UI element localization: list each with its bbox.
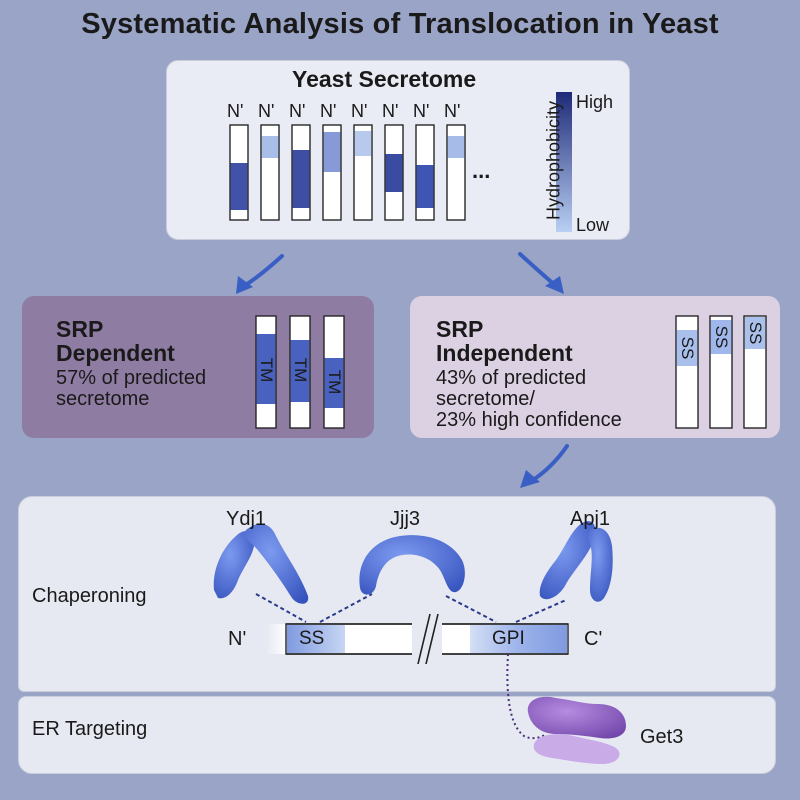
ss-label: SS xyxy=(746,321,765,345)
more-proteins-ellipsis: ... xyxy=(472,158,491,183)
secretome-bar-3-segment xyxy=(292,150,310,208)
srp-dependent-title-line2: Dependent xyxy=(56,340,175,366)
gpi-segment xyxy=(470,625,567,653)
srp-independent-title-line2: Independent xyxy=(436,340,573,366)
n-terminus-label: N' xyxy=(351,101,368,121)
er-targeting-label: ER Targeting xyxy=(32,718,148,740)
secretome-bar-5-segment xyxy=(354,131,372,156)
protein-n-terminus: N' xyxy=(228,628,247,650)
n-terminus-label: N' xyxy=(382,101,399,121)
gpi-to-get3-line xyxy=(506,653,547,740)
chaperoning-label: Chaperoning xyxy=(32,585,147,607)
apj1-label: Apj1 xyxy=(570,508,611,530)
jjj3-label: Jjj3 xyxy=(390,508,421,530)
chaperoning-panel xyxy=(18,496,776,692)
arrow-to-chaperoning xyxy=(528,444,569,484)
tm-label: TM xyxy=(325,369,344,395)
secretome-bar-4-segment xyxy=(323,132,341,172)
ss-label: SS xyxy=(678,336,697,360)
scale-high-label: High xyxy=(576,92,614,112)
secretome-protein-bars xyxy=(229,124,466,221)
tm-label: TM xyxy=(257,357,276,383)
n-terminus-label: N' xyxy=(258,101,275,121)
scale-low-label: Low xyxy=(576,215,610,235)
n-terminus-label: N' xyxy=(413,101,430,121)
get3-label: Get3 xyxy=(640,726,684,748)
srp-dependent-desc-line1: 57% of predicted xyxy=(56,367,207,389)
tm-label: TM xyxy=(291,357,310,383)
tm-bars xyxy=(255,315,345,429)
secretome-bar-1-segment xyxy=(230,163,248,210)
n-terminus-label: N' xyxy=(444,101,461,121)
protein-schematic xyxy=(266,613,569,665)
figure-title: Systematic Analysis of Translocation in … xyxy=(81,8,719,40)
jjj3-structure xyxy=(359,535,465,595)
ss-bars xyxy=(675,315,767,429)
chaperone-interaction-lines xyxy=(255,593,567,623)
er-targeting-panel xyxy=(18,696,776,774)
gpi-segment-label: GPI xyxy=(492,628,525,649)
arrowhead-left xyxy=(236,276,253,294)
secretome-bar-2-segment xyxy=(261,136,279,158)
ydj1-label: Ydj1 xyxy=(226,508,267,530)
srp-independent-title-line1: SRP xyxy=(436,316,484,342)
ss-segment xyxy=(287,625,345,653)
secretome-bar-8-segment xyxy=(447,136,465,158)
protein-c-terminus: C' xyxy=(584,628,603,650)
srp-independent-desc-line1: 43% of predicted xyxy=(436,367,587,389)
ydj1-structure xyxy=(213,523,309,604)
n-terminus-label: N' xyxy=(320,101,337,121)
ss-label: SS xyxy=(712,325,731,349)
arrowhead-right xyxy=(545,276,564,294)
srp-independent-desc-line3: 23% high confidence xyxy=(436,409,622,431)
n-terminus-label: N' xyxy=(289,101,306,121)
hydrophobicity-scale-bar xyxy=(556,92,572,232)
srp-dependent-desc-line2: secretome xyxy=(56,388,150,410)
secretome-bar-7-segment xyxy=(416,165,434,208)
get3-structure xyxy=(527,696,626,764)
arrow-to-srp-dependent xyxy=(242,254,284,288)
srp-dependent-title-line1: SRP xyxy=(56,316,104,342)
arrowhead-bottom xyxy=(520,470,540,488)
apj1-structure xyxy=(539,521,613,602)
srp-dependent-panel xyxy=(22,296,374,438)
secretome-bar-6-segment xyxy=(385,154,403,192)
secretome-heading: Yeast Secretome xyxy=(292,66,477,92)
ss-segment-label: SS xyxy=(299,628,325,649)
arrow-to-srp-independent xyxy=(518,252,558,288)
srp-independent-desc-line2: secretome/ xyxy=(436,388,535,410)
n-terminus-label: N' xyxy=(227,101,244,121)
hydrophobicity-axis-label: Hydrophobicity xyxy=(543,100,564,221)
